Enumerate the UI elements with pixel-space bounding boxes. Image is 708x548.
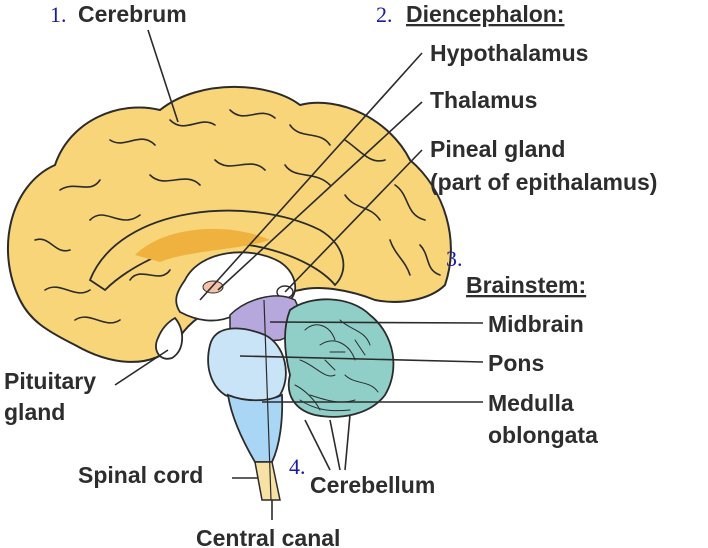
leader-lines xyxy=(114,29,484,520)
cerebrum-inner-fold xyxy=(135,228,270,262)
cerebellum-number: 4. xyxy=(289,454,306,479)
medulla-label: Medulla xyxy=(488,390,574,416)
medulla-shape xyxy=(226,393,284,463)
midbrain-label: Midbrain xyxy=(488,311,584,337)
cerebrum-gyri xyxy=(34,109,441,324)
hypothalamus-label: Hypothalamus xyxy=(430,40,588,66)
brainstem-number: 3. xyxy=(446,246,463,271)
cerebellum-label: Cerebellum xyxy=(310,472,435,498)
pituitary-label: Pituitary xyxy=(4,368,96,394)
spinal-cord-label: Spinal cord xyxy=(78,462,203,488)
pineal-gland-label: Pineal gland xyxy=(430,136,565,162)
epithalamus-label: (part of epithalamus) xyxy=(430,169,657,195)
pons-label: Pons xyxy=(488,350,544,376)
oblongata-label: oblongata xyxy=(488,422,598,448)
central-canal-line xyxy=(263,299,272,501)
central-canal-label: Central canal xyxy=(196,525,340,548)
brainstem-label: Brainstem: xyxy=(466,272,586,298)
thalamus-shape xyxy=(202,280,224,294)
thalamus-label: Thalamus xyxy=(430,87,537,113)
diencephalon-label: Diencephalon: xyxy=(406,1,564,27)
cerebrum-number: 1. xyxy=(50,2,67,27)
gland-label: gland xyxy=(4,399,65,425)
diencephalon-number: 2. xyxy=(376,2,393,27)
spinal-cord-shape xyxy=(254,461,281,501)
cerebrum-label: Cerebrum xyxy=(78,1,187,27)
pituitary-gland-shape xyxy=(155,316,184,360)
